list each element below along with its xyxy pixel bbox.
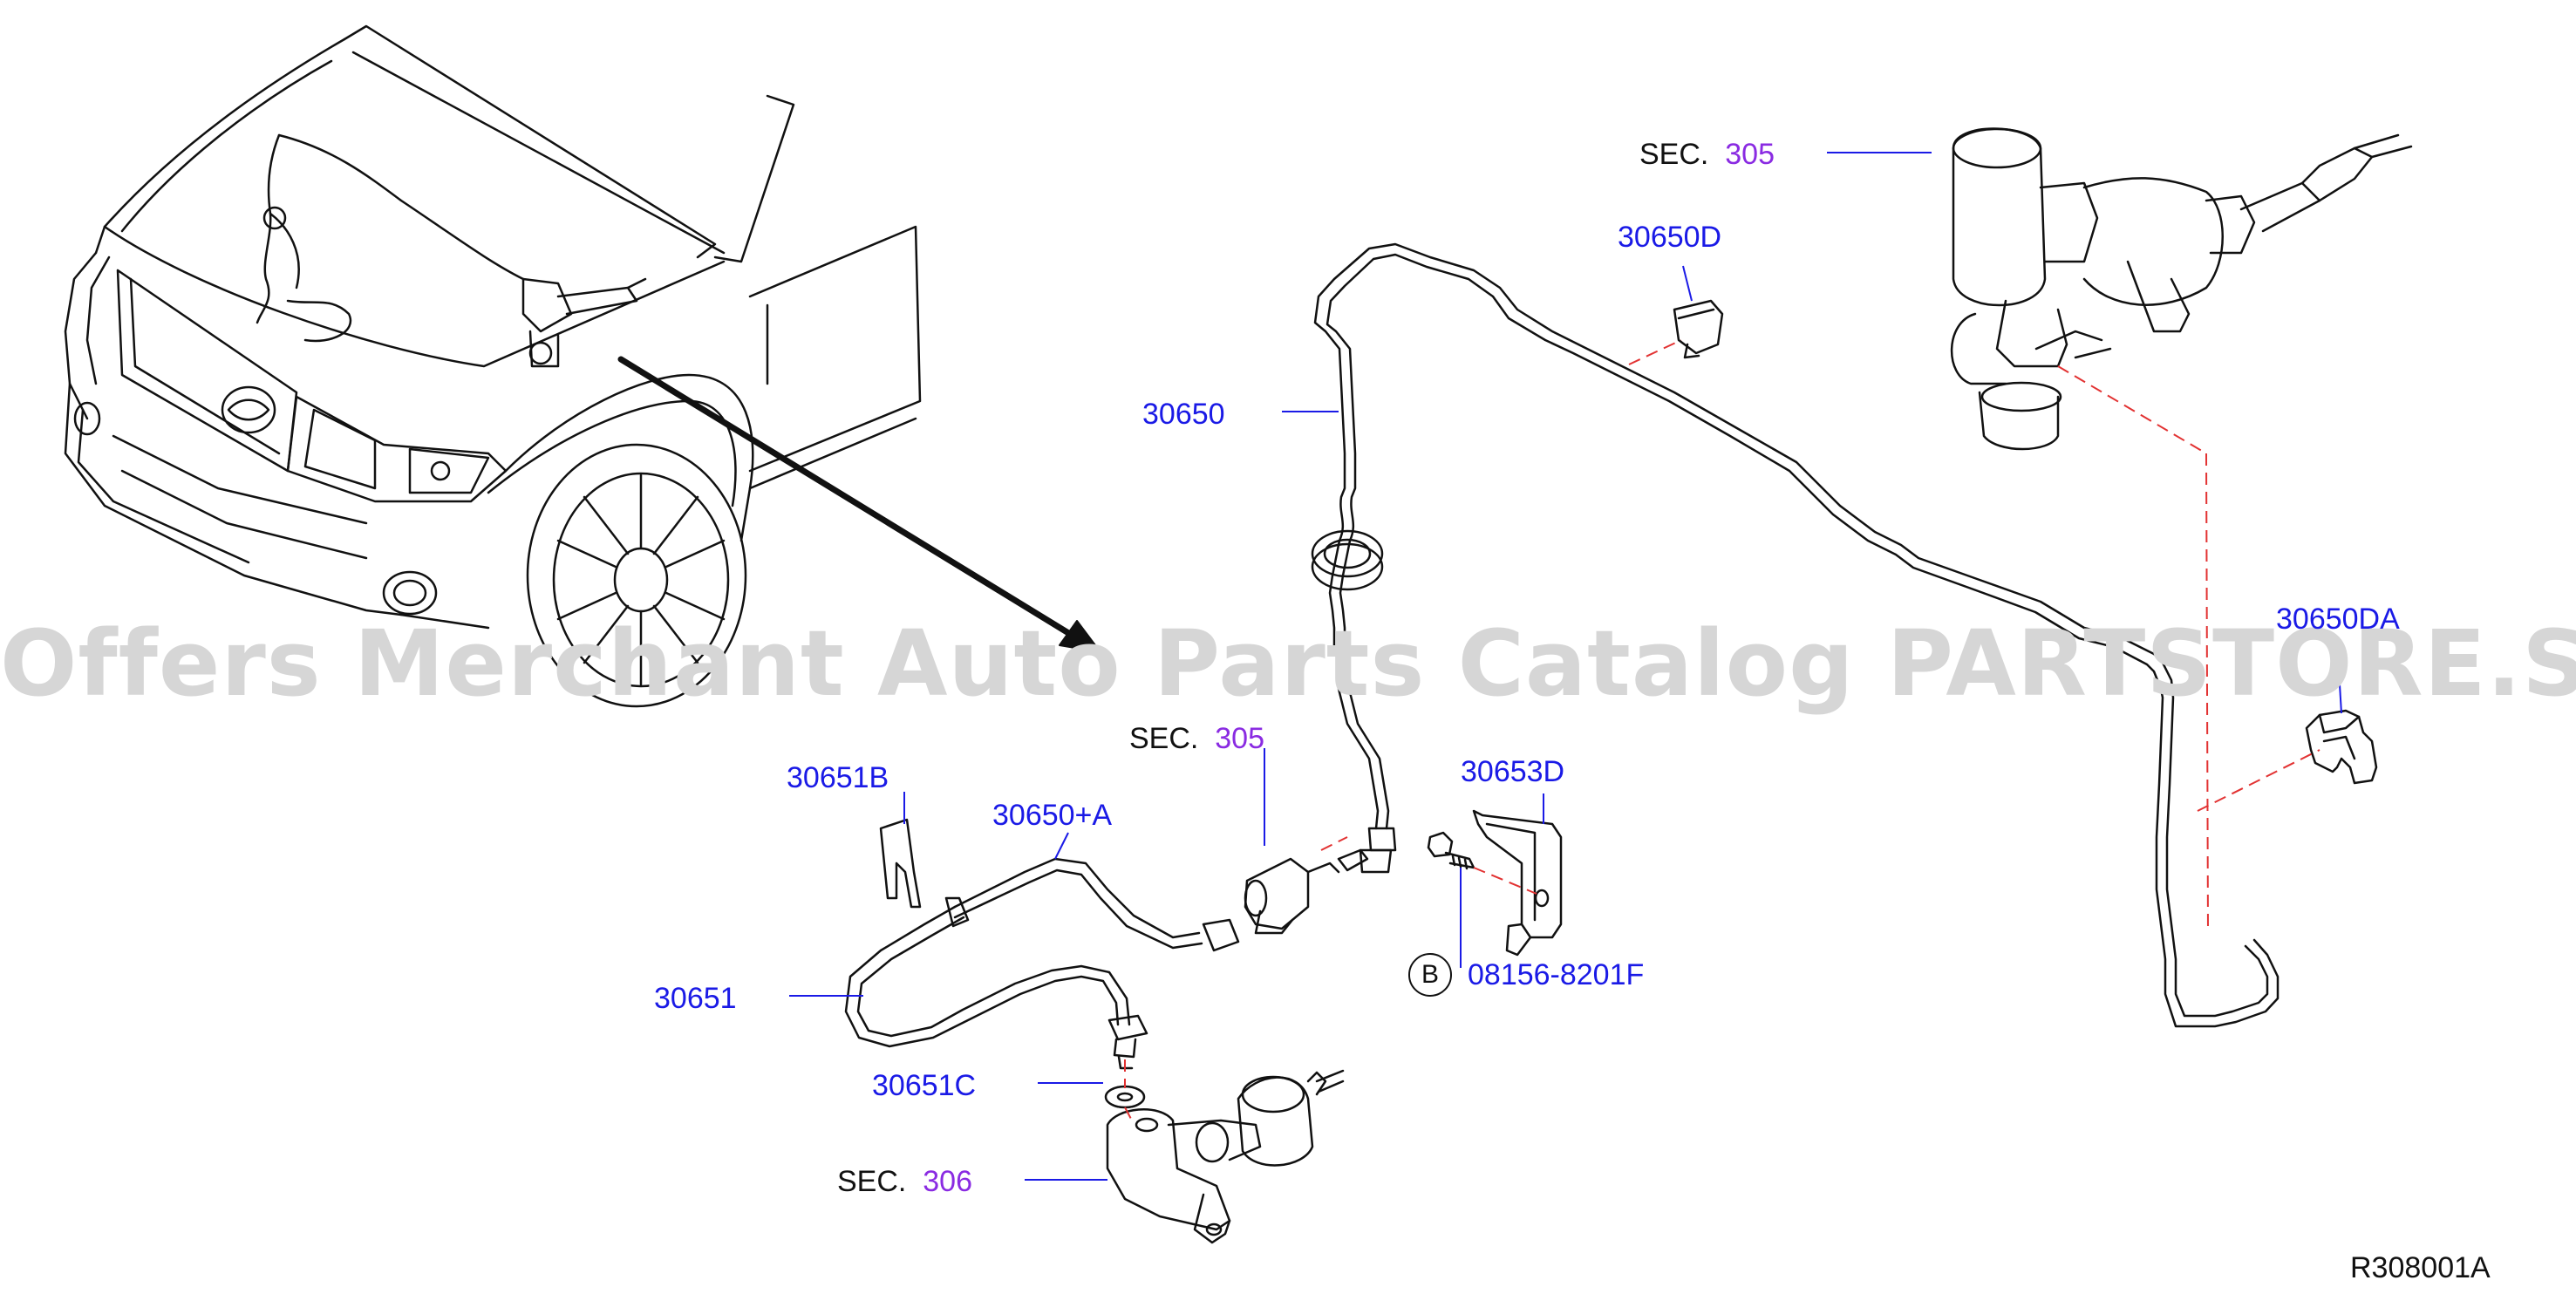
clip-30650d (1673, 299, 1724, 359)
callout-30650[interactable]: 30650 (1142, 398, 1225, 431)
washer-30651c (1104, 1085, 1146, 1109)
sec-number[interactable]: 306 (923, 1165, 972, 1198)
callout-30650d[interactable]: 30650D (1618, 221, 1722, 254)
callout-30650da[interactable]: 30650DA (2276, 603, 2400, 636)
callout-sec-306[interactable]: SEC. 306 (837, 1167, 972, 1196)
vehicle-illustration (64, 24, 922, 708)
master-cylinder (1950, 127, 2413, 451)
assembly-dash-lines (1124, 339, 2320, 1121)
bolt-08156-8201f (1427, 831, 1475, 870)
bracket-30653d (1472, 809, 1563, 957)
watermark-text: Offers Merchant Auto Parts Catalog PARTS… (0, 610, 2576, 717)
bracket-30651b (879, 818, 922, 909)
bolt-circle-marker: B (1408, 953, 1452, 997)
callout-08156-8201f[interactable]: 08156-8201F (1468, 958, 1645, 991)
callout-sec-305-mid[interactable]: SEC. 305 (1129, 724, 1264, 753)
location-arrow (617, 356, 1101, 653)
callout-sec-305-top[interactable]: SEC. 305 (1639, 140, 1775, 169)
clutch-tube-30650 (1311, 242, 2280, 1028)
operating-cylinder (1106, 1069, 1345, 1244)
leader-lines (789, 152, 2342, 1181)
callout-30653d[interactable]: 30653D (1461, 755, 1565, 788)
hose-30651 (844, 905, 1148, 1070)
callout-30651b[interactable]: 30651B (787, 761, 889, 794)
callout-30651[interactable]: 30651 (654, 982, 737, 1015)
sec-prefix: SEC. (1639, 138, 1709, 171)
callout-30651c[interactable]: 30651C (872, 1069, 977, 1102)
hose-30650a (944, 848, 1369, 952)
sec-prefix: SEC. (1129, 722, 1199, 755)
diagram-reference-code: R308001A (2350, 1251, 2491, 1284)
sec-number[interactable]: 305 (1725, 138, 1775, 171)
callout-30650-a[interactable]: 30650+A (992, 799, 1113, 832)
sec-prefix: SEC. (837, 1165, 907, 1198)
clip-30650da (2305, 709, 2378, 785)
sec-number[interactable]: 305 (1215, 722, 1264, 755)
